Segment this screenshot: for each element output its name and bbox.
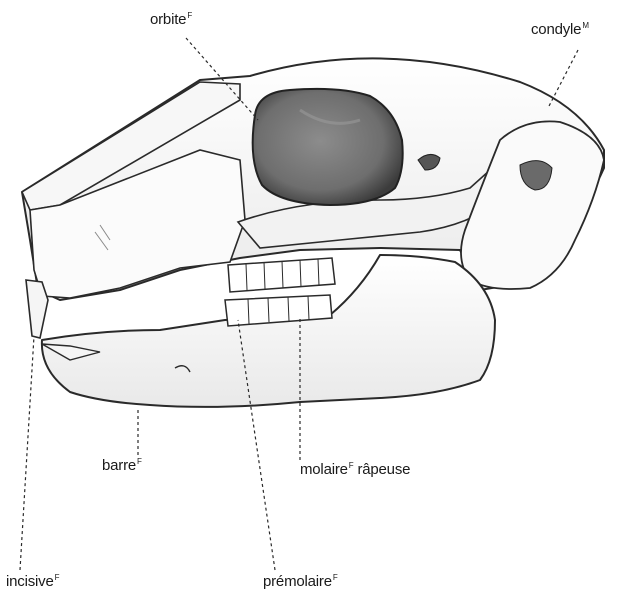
orbit <box>253 89 403 205</box>
label-orbite: orbiteF <box>150 12 192 27</box>
label-incisive: incisiveF <box>6 574 59 589</box>
pointer-incisive <box>20 336 34 570</box>
label-barre: barreF <box>102 458 142 473</box>
pointer-condyle <box>548 50 578 108</box>
upper-incisor <box>26 280 48 338</box>
label-condyle: condyleM <box>531 22 589 37</box>
label-molaire: molaireF râpeuse <box>300 462 410 477</box>
label-premolaire: prémolaireF <box>263 574 338 589</box>
